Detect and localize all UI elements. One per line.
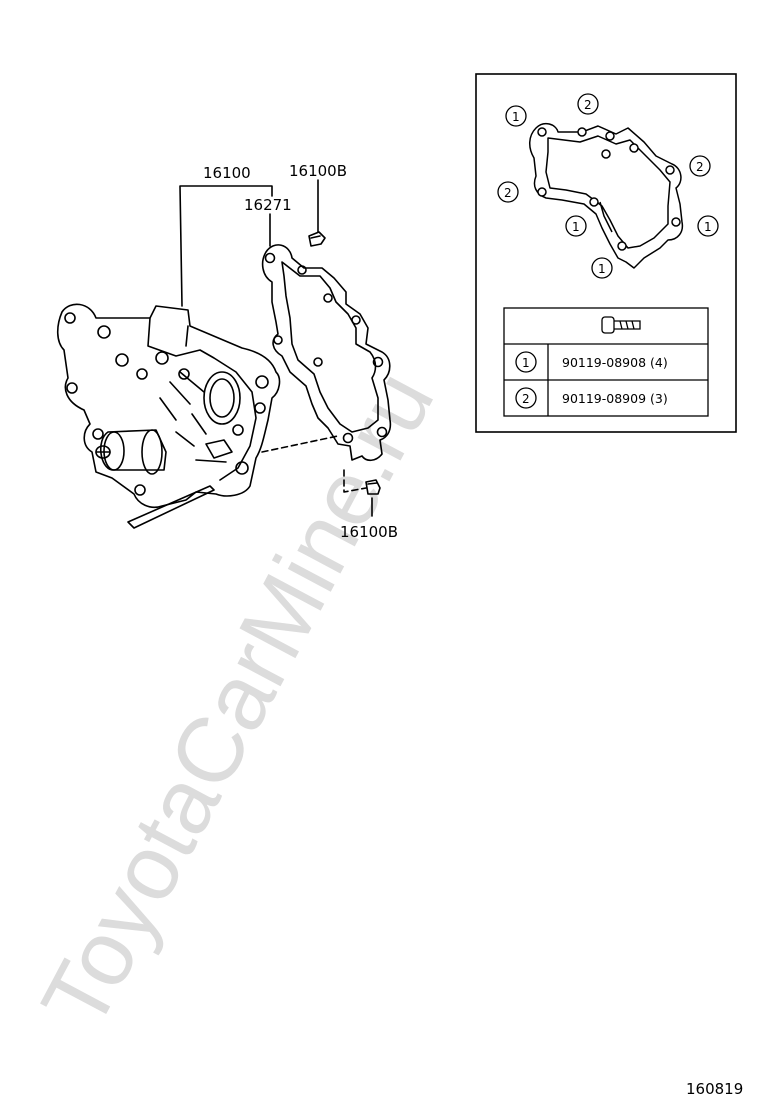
label-16100: 16100 <box>203 164 251 182</box>
bolt-part-1: 90119-08908 (4) <box>562 355 668 370</box>
bolt-table <box>503 307 709 417</box>
callout-6: 1 <box>704 220 712 234</box>
detail-inset: 1 2 2 2 1 1 1 1 2 90119-08908 (4) 90119-… <box>475 73 737 433</box>
plug-top[interactable] <box>308 231 326 247</box>
plug-bottom[interactable] <box>365 479 381 495</box>
callout-2: 2 <box>584 98 592 112</box>
water-pump-assembly[interactable] <box>56 303 281 529</box>
label-16100b-top: 16100B <box>289 162 347 180</box>
dashed-guide <box>261 435 367 493</box>
bolt-part-2: 90119-08909 (3) <box>562 391 668 406</box>
label-16100b-bottom: 16100B <box>340 523 398 541</box>
callout-5: 1 <box>572 220 580 234</box>
gasket[interactable] <box>261 244 392 462</box>
inset-gasket <box>529 122 684 269</box>
label-16271: 16271 <box>244 196 292 214</box>
callout-3: 2 <box>696 160 704 174</box>
callout-7: 1 <box>598 262 606 276</box>
leader-16100 <box>179 185 273 307</box>
callout-1: 1 <box>512 110 520 124</box>
bolt-icon <box>601 316 641 334</box>
callout-4: 2 <box>504 186 512 200</box>
diagram-id: 160819 <box>686 1080 743 1098</box>
bolt-ref-2: 2 <box>522 392 530 406</box>
bolt-ref-1: 1 <box>522 356 530 370</box>
